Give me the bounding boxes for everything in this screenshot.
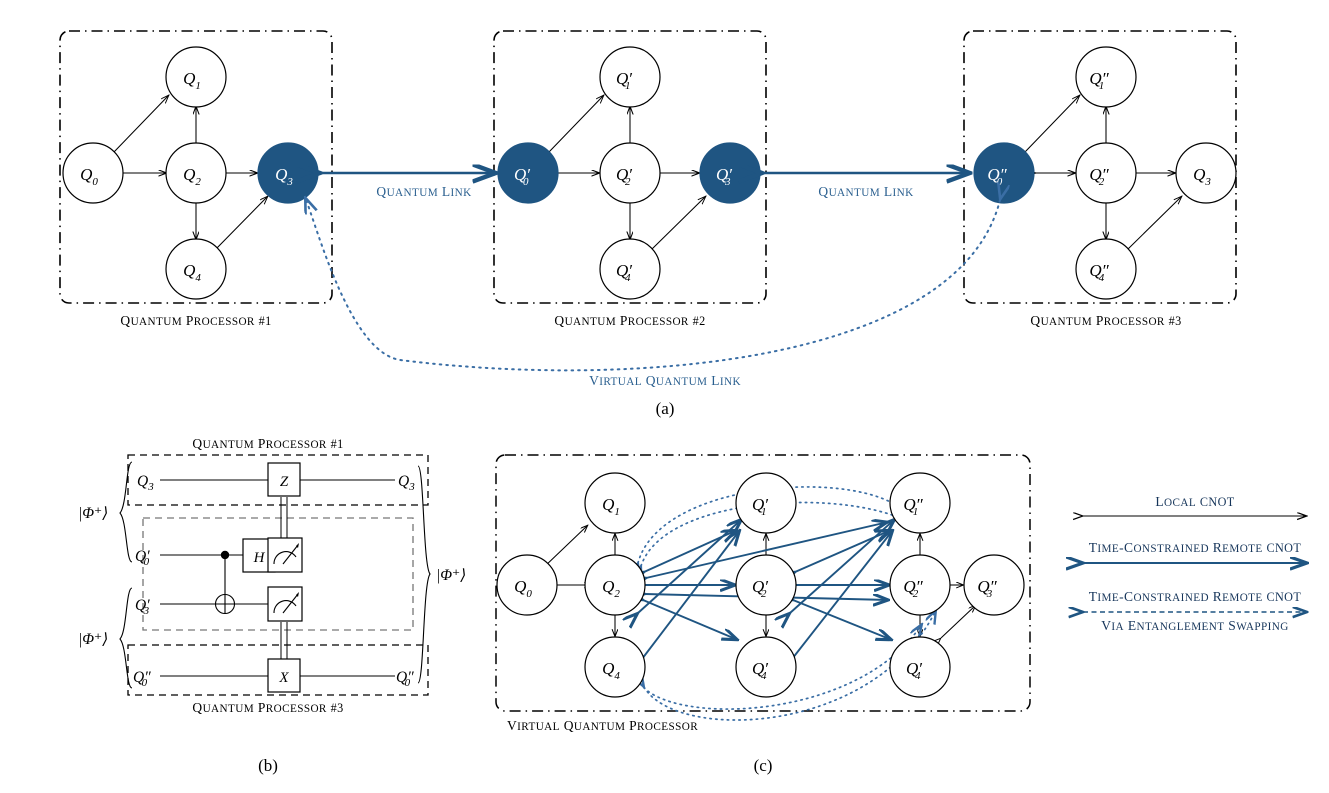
virtual-processor-caption: VIRTUAL QUANTUM PROCESSOR (507, 718, 698, 733)
legend-remote-cnot-swap-label-2: VIA ENTANGLEMENT SWAPPING (1101, 618, 1288, 633)
node-q4-label: Q4 (183, 261, 201, 284)
legend-remote-cnot-swap-label-1: TIME-CONSTRAINED REMOTE CNOT (1089, 589, 1302, 604)
node-q1-prime[interactable] (599, 46, 661, 108)
cnot-control-dot[interactable] (220, 550, 230, 560)
panel-b-qp3-box (127, 644, 429, 696)
c-node-q4-dprime-label: Q′4 (906, 659, 922, 682)
processor-2-caption: QUANTUM PROCESSOR #2 (554, 313, 705, 328)
processor-3-caption: QUANTUM PROCESSOR #3 (1030, 313, 1181, 328)
processor-1-caption: QUANTUM PROCESSOR #1 (120, 313, 271, 328)
wire-q3-in-label: Q3 (137, 473, 154, 493)
node-q1-prime-label: Q′1 (616, 69, 632, 92)
node-q4-prime-label: Q′4 (616, 261, 632, 284)
c-node-q4-prime[interactable] (735, 636, 797, 698)
node-q0-prime-label: Q′0 (514, 165, 530, 188)
panel-b-bottom-caption: QUANTUM PROCESSOR #3 (192, 700, 343, 715)
panel-c-letter: (c) (754, 756, 773, 775)
c-node-q0-label: Q0 (514, 577, 532, 600)
node-q3-prime-label: Q′3 (716, 165, 732, 188)
c-node-q4-dprime[interactable] (889, 636, 951, 698)
legend-local-cnot-label: LOCAL CNOT (1155, 494, 1234, 509)
gate-z[interactable] (267, 462, 301, 497)
panel-b-qp1-box (127, 454, 429, 506)
node-q1[interactable] (165, 46, 227, 108)
legend-remote-cnot-label: TIME-CONSTRAINED REMOTE CNOT (1089, 540, 1302, 555)
gate-x[interactable] (267, 658, 301, 693)
panel-b-top-caption: QUANTUM PROCESSOR #1 (192, 436, 343, 451)
c-node-q1-prime-label: Q′1 (752, 495, 768, 518)
c-node-q2-dprime[interactable] (889, 554, 951, 616)
c-node-q2-prime-label: Q′2 (752, 577, 768, 600)
virtual-quantum-link[interactable] (305, 197, 1000, 372)
c-node-q1-dprime[interactable] (889, 472, 951, 534)
wire-q0pp-in-label: Q″0 (133, 669, 151, 689)
wire-q0p-in-label: Q′0 (135, 548, 150, 568)
node-q2-dprime-label: Q″2 (1089, 165, 1109, 188)
c-node-q4-label: Q4 (602, 659, 620, 682)
node-q3-p3[interactable] (1175, 142, 1237, 204)
processor-1-boundary (59, 30, 333, 304)
c-node-q1-label: Q1 (602, 495, 620, 518)
node-q3-label: Q3 (275, 165, 293, 188)
processor-1-nodes (62, 46, 319, 300)
c-node-q4-prime-label: Q′4 (752, 659, 768, 682)
node-q4-prime[interactable] (599, 238, 661, 300)
meter-q3p[interactable] (267, 586, 303, 622)
c-node-q4[interactable] (584, 636, 646, 698)
virtual-processor-boundary (495, 454, 1031, 712)
c-node-q1-dprime-label: Q″1 (903, 495, 923, 518)
c-node-q2[interactable] (584, 554, 646, 616)
bell-left-bottom-label: |Φ⁺⟩ (78, 631, 108, 648)
node-q1-dprime-label: Q″1 (1089, 69, 1109, 92)
wire-q3-out-label: Q3 (398, 473, 415, 493)
panel-b-wires (160, 479, 395, 677)
c-node-q2-dprime-label: Q″2 (903, 577, 923, 600)
panel-b-qp2-box (142, 517, 414, 631)
gate-h-label: H (253, 550, 266, 566)
panel-b-letter: (b) (258, 756, 278, 775)
node-q4-dprime[interactable] (1075, 238, 1137, 300)
node-q0-dprime-label: Q″0 (987, 165, 1007, 188)
gate-z-label: Z (280, 474, 289, 490)
classical-lines (280, 497, 288, 659)
brace-bell-right (417, 465, 431, 684)
meter-q0p[interactable] (267, 537, 303, 573)
bell-right-label: |Φ⁺⟩ (436, 567, 466, 584)
node-q4[interactable] (165, 238, 227, 300)
c-node-q0[interactable] (496, 554, 558, 616)
panel-c-nodes (496, 472, 1025, 698)
node-q1-dprime[interactable] (1075, 46, 1137, 108)
node-q2-dprime[interactable] (1075, 142, 1137, 204)
node-q0-label: Q0 (80, 165, 98, 188)
processor-1-edges (114, 95, 268, 250)
node-q3-p3-label: Q3 (1193, 165, 1211, 188)
wire-q3p-in-label: Q′3 (135, 597, 150, 617)
c-node-q2-label: Q2 (602, 577, 620, 600)
node-q2-prime-label: Q′2 (616, 165, 632, 188)
panel-a-letter: (a) (656, 399, 675, 418)
processor-3-edges (1025, 95, 1182, 250)
brace-bell-left-bottom (119, 587, 133, 689)
gate-x-label: X (278, 670, 289, 686)
c-node-q2-prime[interactable] (735, 554, 797, 616)
c-node-q1[interactable] (584, 472, 646, 534)
node-q2-label: Q2 (183, 165, 201, 188)
c-node-q1-prime[interactable] (735, 472, 797, 534)
node-q4-dprime-label: Q″4 (1089, 261, 1109, 284)
c-node-q3-dprime-label: Q″3 (977, 577, 997, 600)
node-q2[interactable] (165, 142, 227, 204)
node-q1-label: Q1 (183, 69, 201, 92)
node-q0[interactable] (62, 142, 124, 204)
c-node-q3-dprime[interactable] (963, 554, 1025, 616)
bell-left-top-label: |Φ⁺⟩ (78, 505, 108, 522)
brace-bell-left-top (119, 461, 133, 563)
wire-q0pp-out-label: Q″0 (396, 669, 414, 689)
virtual-quantum-link-label: VIRTUAL QUANTUM LINK (589, 373, 741, 388)
